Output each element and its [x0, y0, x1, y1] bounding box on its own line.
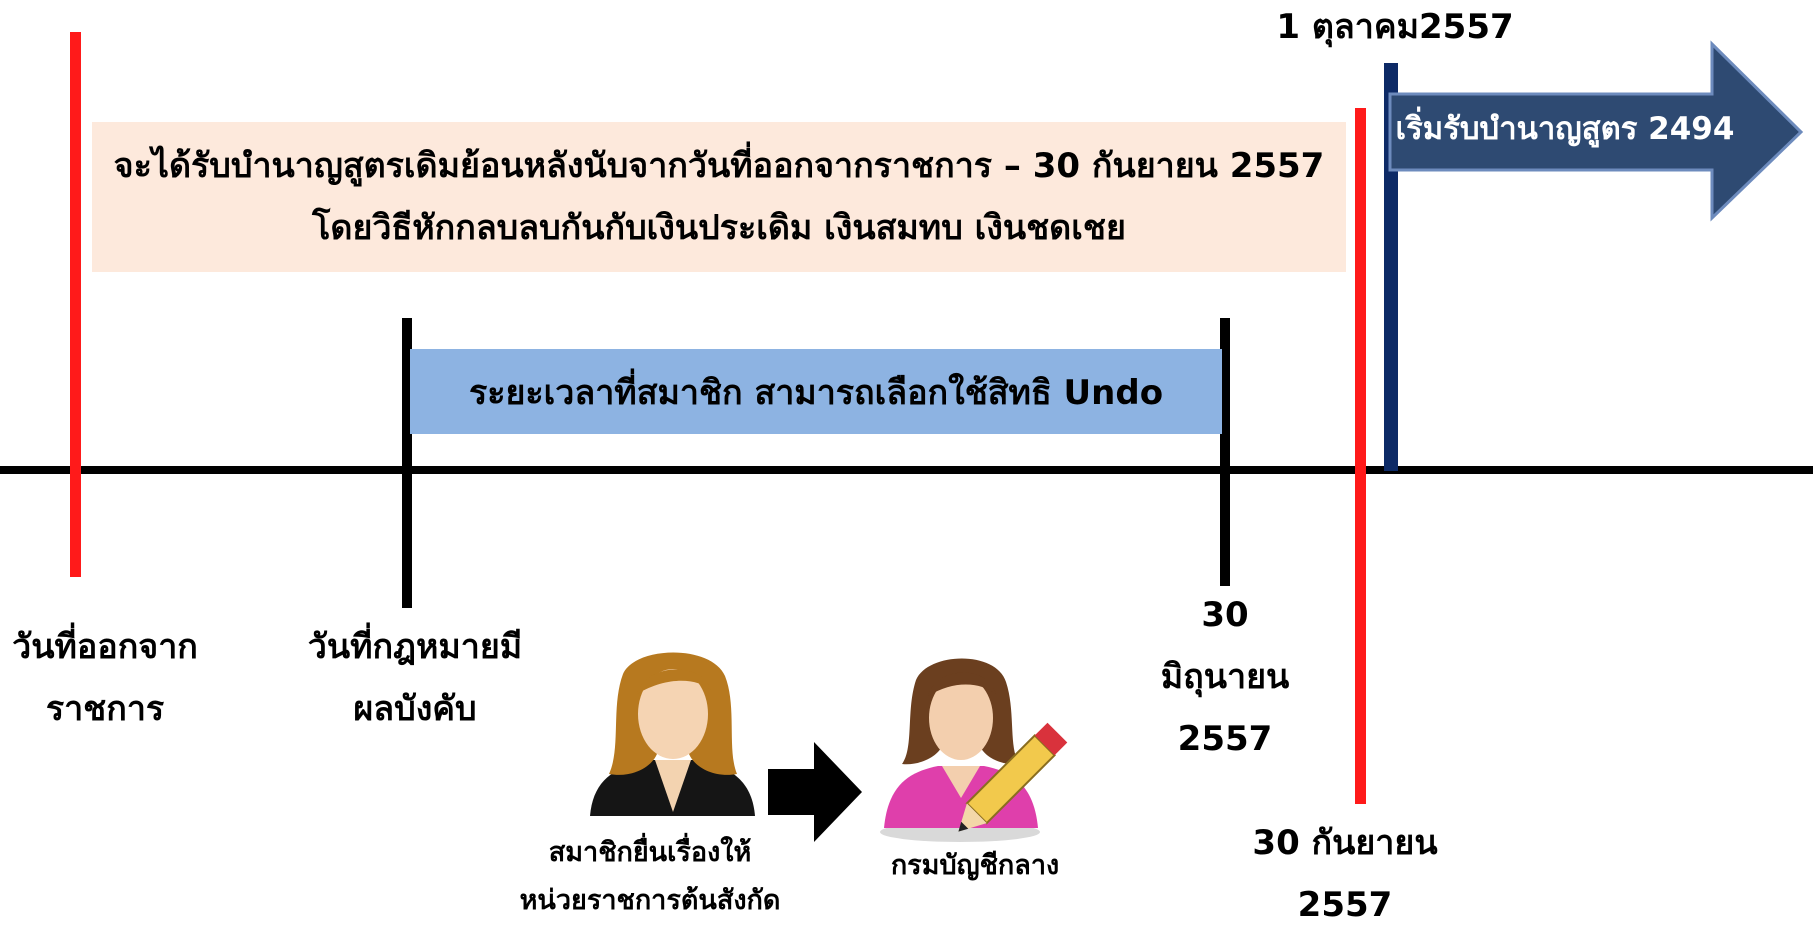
- sep-30-label: 30 กันยายน 2557: [1252, 823, 1438, 925]
- sep-30-marker: [1355, 108, 1366, 804]
- undo-period-label: ระยะเวลาที่สมาชิก สามารถเลือกใช้สิทธิ Un…: [468, 372, 1164, 413]
- start-pension-label: เริ่มรับบำนาญสูตร 2494: [1395, 111, 1735, 147]
- start-pension-arrow: [1388, 40, 1804, 222]
- law-effective-marker: [402, 318, 412, 608]
- comptroller-caption: กรมบัญชีกลาง: [890, 850, 1060, 881]
- leave-service-label: วันที่ออกจาก ราชการ: [12, 627, 198, 729]
- right-arrow-icon: [768, 742, 862, 842]
- june-30-label: 30 มิถุนายน 2557: [1160, 595, 1290, 759]
- comptroller-editor-icon: [880, 658, 1068, 842]
- retroactive-pension-box: จะได้รับบำนาญสูตรเดิมย้อนหลังนับจากวันที…: [92, 122, 1346, 272]
- law-effective-label: วันที่กฎหมายมี ผลบังคับ: [307, 627, 523, 729]
- retroactive-pension-line1: จะได้รับบำนาญสูตรเดิมย้อนหลังนับจากวันที…: [113, 146, 1325, 186]
- oct-1-date-label: 1 ตุลาคม2557: [1276, 7, 1514, 47]
- member-avatar-icon: [590, 652, 755, 816]
- timeline-axis: [0, 466, 1813, 474]
- undo-period-box: ระยะเวลาที่สมาชิก สามารถเลือกใช้สิทธิ Un…: [410, 349, 1222, 434]
- june-30-marker: [1220, 318, 1230, 586]
- retroactive-pension-line2: โดยวิธีหักกลบลบกันกับเงินประเดิม เงินสมท…: [312, 208, 1126, 248]
- member-submission-caption: สมาชิกยื่นเรื่องให้ หน่วยราชการต้นสังกัด: [519, 837, 781, 916]
- leave-service-marker: [70, 32, 81, 577]
